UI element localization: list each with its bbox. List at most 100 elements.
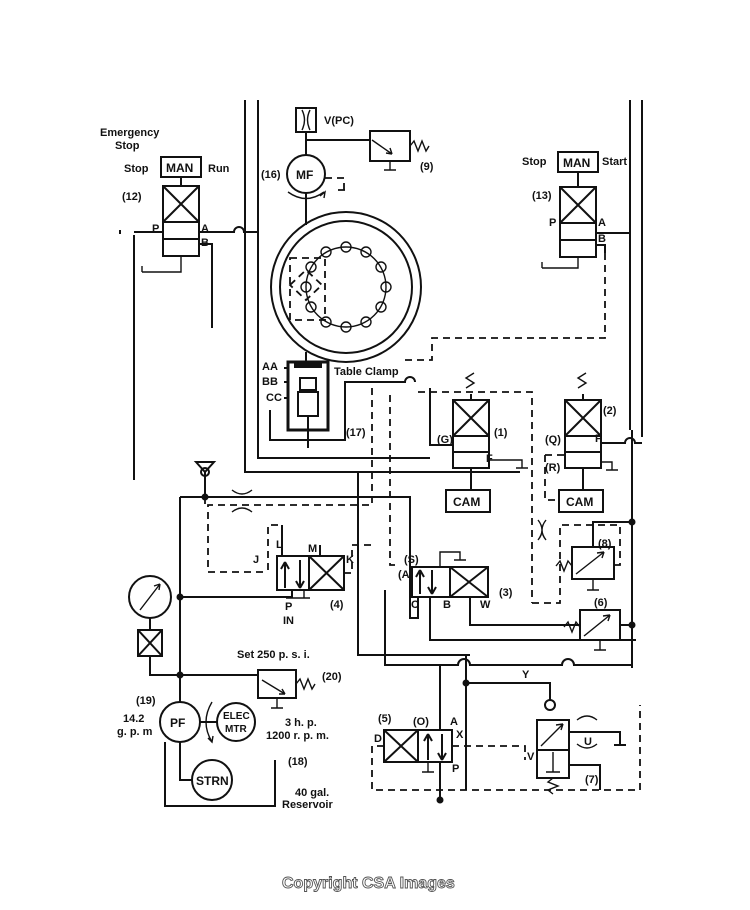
cam-1: [445, 489, 491, 513]
copyright-watermark: Copyright CSA Images: [282, 875, 455, 892]
valve-1: (G) (1) F CAM: [429, 372, 528, 513]
valve-6-box: [579, 609, 621, 641]
label-gpm-value: 14.2: [123, 713, 144, 725]
label-r: (R): [545, 462, 561, 474]
valve-4: J L M K P IN (4): [180, 524, 372, 627]
label-6: (6): [594, 597, 608, 609]
label-13: (13): [532, 190, 552, 202]
label-emergency-stop: Stop: [115, 140, 140, 152]
flow-control-vpc: [295, 107, 317, 133]
label-u: U: [584, 736, 592, 748]
label-p-5: P: [452, 763, 459, 775]
label-start-13: Start: [602, 156, 627, 168]
label-gal: 40 gal.: [295, 787, 329, 799]
label-strn: STRN: [196, 774, 229, 788]
pilot-line-clamp: [207, 388, 373, 573]
main-lines: [119, 100, 643, 702]
label-vpc: V(PC): [324, 115, 354, 127]
label-s: (S): [404, 554, 419, 566]
label-18: (18): [288, 756, 308, 768]
label-17: (17): [346, 427, 366, 439]
label-2: (2): [603, 405, 617, 417]
label-1: (1): [494, 427, 508, 439]
label-p-4: P: [285, 601, 292, 613]
label-man-12: MAN: [166, 161, 193, 175]
label-cc: CC: [266, 392, 282, 404]
label-12: (12): [122, 191, 142, 203]
label-16: (16): [261, 169, 281, 181]
label-mf: MF: [296, 168, 313, 182]
motor-mf: V(PC) (9) MF (16): [261, 107, 434, 225]
valve-3: (S) (A) C B W (3): [357, 472, 636, 656]
label-set-psi: Set 250 p. s. i.: [237, 649, 310, 661]
label-f: F: [486, 453, 493, 465]
cam-2: [558, 489, 604, 513]
label-3: (3): [499, 587, 513, 599]
label-x: X: [456, 729, 464, 741]
label-7: (7): [585, 774, 599, 786]
valve-2: (Q) (2) P (R) CAM: [545, 372, 642, 513]
index-table: [270, 211, 422, 363]
pilot-line-13: [400, 253, 606, 361]
label-w: W: [480, 599, 491, 611]
label-q: (Q): [545, 434, 561, 446]
label-p-2: P: [595, 433, 602, 445]
valve-6: (6): [563, 430, 636, 668]
pilot-line-s: [389, 395, 400, 566]
label-y: Y: [522, 669, 530, 681]
pilot-line-1: [418, 391, 533, 603]
label-stop-13: Stop: [522, 156, 547, 168]
label-aa: AA: [262, 361, 278, 373]
electric-motor: [216, 702, 256, 742]
label-8: (8): [598, 538, 612, 550]
valve-7: V (7) U: [527, 715, 626, 795]
label-b-3: B: [443, 599, 451, 611]
pilot-line-2: [544, 454, 565, 501]
valve-13: Stop MAN Start (13) P A B: [522, 151, 630, 269]
valve-8: (8): [555, 518, 636, 591]
table-clamp: AA BB CC Table Clamp (17): [262, 360, 416, 448]
label-table-clamp: Table Clamp: [334, 366, 399, 378]
label-stop-12: Stop: [124, 163, 149, 175]
label-g: (G): [437, 434, 453, 446]
pump-group: Set 250 p. s. i. (20) PF (19) 14.2 g. p.…: [117, 575, 342, 811]
valve-8-box: [571, 546, 615, 580]
pressure-line-y: Y: [384, 590, 632, 790]
label-l: L: [276, 539, 283, 551]
label-reservoir: Reservoir: [282, 799, 333, 811]
label-mtr: MTR: [225, 724, 247, 735]
label-4: (4): [330, 599, 344, 611]
valve-5: (5) (O) A D X P: [371, 705, 641, 804]
label-hp: 3 h. p.: [285, 717, 317, 729]
label-cam-1: CAM: [453, 495, 480, 509]
label-k: K: [346, 554, 354, 566]
check-valve: [193, 461, 547, 541]
label-a-5: A: [450, 716, 458, 728]
label-5: (5): [378, 713, 392, 725]
label-d: D: [374, 733, 382, 745]
valve-5-right: [417, 729, 453, 763]
pilot-line-8: [532, 524, 621, 604]
label-b-13: B: [598, 233, 606, 245]
label-o: (O): [413, 716, 429, 728]
relief-valve-20: [257, 669, 297, 699]
label-a-12: A: [201, 223, 209, 235]
label-elec: ELEC: [223, 711, 250, 722]
label-pf: PF: [170, 716, 185, 730]
label-c: C: [411, 599, 419, 611]
table-holes: [300, 241, 392, 333]
label-19: (19): [136, 695, 156, 707]
relief-valve-9: [369, 130, 411, 162]
label-rpm: 1200 r. p. m.: [266, 730, 329, 742]
label-20: (20): [322, 671, 342, 683]
label-in: IN: [283, 615, 294, 627]
label-a-13: A: [598, 217, 606, 229]
label-j: J: [253, 554, 259, 566]
label-m: M: [308, 543, 317, 555]
label-9: (9): [420, 161, 434, 173]
label-p-12: P: [152, 223, 159, 235]
label-p-13: P: [549, 217, 556, 229]
label-bb: BB: [262, 376, 278, 388]
